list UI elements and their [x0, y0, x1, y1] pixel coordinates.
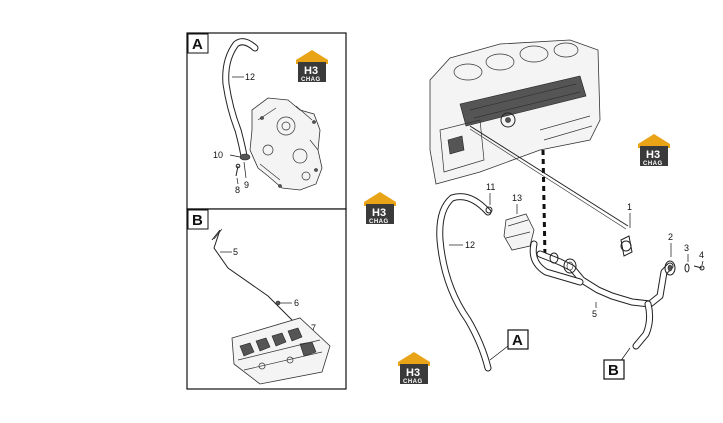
detail-panel-b: B 5 6 7	[186, 208, 347, 390]
panel-b-label-6: 6	[294, 298, 299, 308]
main-label-4: 4	[699, 250, 704, 260]
watermark-logo: H3 CHAG	[296, 50, 328, 83]
panel-a-label-8: 8	[235, 185, 240, 195]
callout-a-letter: A	[512, 332, 523, 349]
panel-a-letter: A	[192, 36, 203, 53]
oil-separator	[503, 213, 535, 251]
watermark-main-text: H3	[372, 207, 386, 219]
panel-a-label-10: 10	[213, 150, 223, 160]
watermark-sub-text: CHAG	[369, 219, 389, 225]
watermark-logo: H3 CHAG	[398, 352, 430, 385]
timing-cover	[249, 97, 323, 191]
main-label-1: 1	[627, 202, 632, 212]
panel-a-label-12: 12	[245, 72, 255, 82]
watermark-main-text: H3	[646, 149, 660, 161]
watermark-main-text: H3	[304, 65, 318, 77]
main-label-11: 11	[486, 182, 495, 192]
fitting-2	[664, 260, 676, 276]
panel-b-label-5: 5	[233, 247, 238, 257]
watermark-sub-text: CHAG	[301, 77, 321, 83]
valve-train	[231, 317, 331, 385]
watermark-sub-text: CHAG	[643, 161, 663, 167]
watermark-main-text: H3	[406, 367, 420, 379]
panel-b-letter: B	[192, 212, 203, 229]
main-label-13: 13	[512, 193, 522, 203]
main-label-5: 5	[592, 309, 597, 319]
panel-b-label-7: 7	[311, 323, 316, 333]
main-label-3: 3	[684, 243, 689, 253]
callout-b-letter: B	[608, 362, 619, 379]
main-label-12: 12	[465, 240, 475, 250]
main-assembly-view: 12 11 13 5 1	[429, 39, 705, 380]
main-label-2: 2	[668, 232, 673, 242]
watermark-sub-text: CHAG	[403, 379, 423, 385]
fitting-1	[620, 235, 633, 257]
watermark-logo: H3 CHAG	[638, 134, 670, 167]
panel-a-label-9: 9	[244, 180, 249, 190]
engine-block	[429, 39, 601, 185]
watermark-logo: H3 CHAG	[364, 192, 396, 225]
